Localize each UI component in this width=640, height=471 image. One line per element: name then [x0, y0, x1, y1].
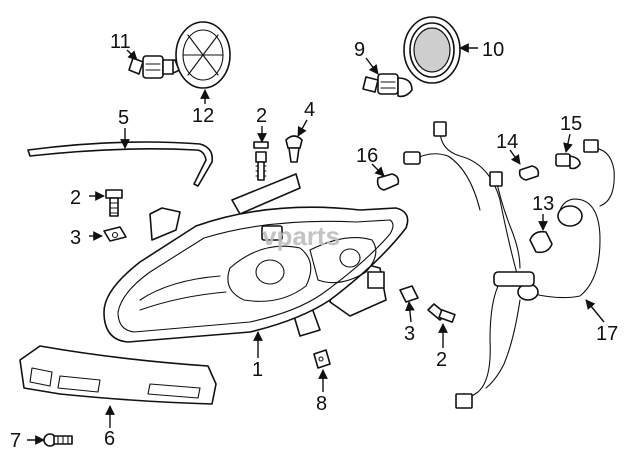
small-bulb-part-16	[376, 173, 400, 191]
clip-nut-part-3-right	[399, 285, 419, 303]
watermark-text: vparts	[262, 221, 340, 251]
callout-2-right: 2	[436, 349, 447, 371]
clip-part-4	[285, 135, 303, 163]
callout-17: 17	[596, 323, 618, 345]
callout-14: 14	[496, 131, 518, 153]
callout-2-left: 2	[70, 187, 81, 209]
callout-7: 7	[10, 430, 21, 452]
clip-part-8	[313, 349, 331, 369]
callout-labels: 1 2 2 2 3 3 4 5 6 7 8 9 10 11 12 13 14 1…	[10, 31, 618, 452]
callout-12: 12	[192, 105, 214, 127]
callout-1: 1	[252, 359, 263, 381]
bulb-part-13	[529, 205, 583, 254]
bolt-part-7	[43, 433, 73, 447]
callout-3-right: 3	[404, 323, 415, 345]
bulb-part-9	[362, 73, 413, 98]
callout-4: 4	[304, 99, 315, 121]
seal-ring-part-10	[403, 16, 461, 84]
bolt-part-2-upper	[253, 141, 269, 181]
callout-8: 8	[316, 393, 327, 415]
callout-11: 11	[110, 31, 131, 53]
callout-3-left: 3	[70, 227, 81, 249]
bulb-part-11	[128, 55, 174, 79]
bolt-part-2-right	[427, 303, 456, 323]
callout-9: 9	[354, 39, 365, 61]
callout-6: 6	[104, 428, 115, 450]
callout-2-top: 2	[256, 105, 267, 127]
clip-nut-part-3-left	[103, 226, 127, 242]
callout-13: 13	[532, 193, 554, 215]
leader-lines	[27, 43, 605, 445]
trim-strip-part-5	[27, 141, 214, 187]
headlamp-assembly-part-1	[103, 173, 409, 343]
small-bulb-part-14	[518, 165, 540, 181]
callout-5: 5	[118, 107, 129, 129]
callout-15: 15	[560, 113, 582, 135]
callout-10: 10	[482, 39, 504, 61]
callout-16: 16	[356, 145, 378, 167]
wiring-harness-part-17	[403, 121, 615, 409]
bulb-part-15	[555, 153, 581, 170]
bolt-part-2-left	[105, 189, 123, 217]
lower-bracket-part-6	[19, 345, 217, 405]
headlamp-cover-part-12	[162, 21, 231, 89]
